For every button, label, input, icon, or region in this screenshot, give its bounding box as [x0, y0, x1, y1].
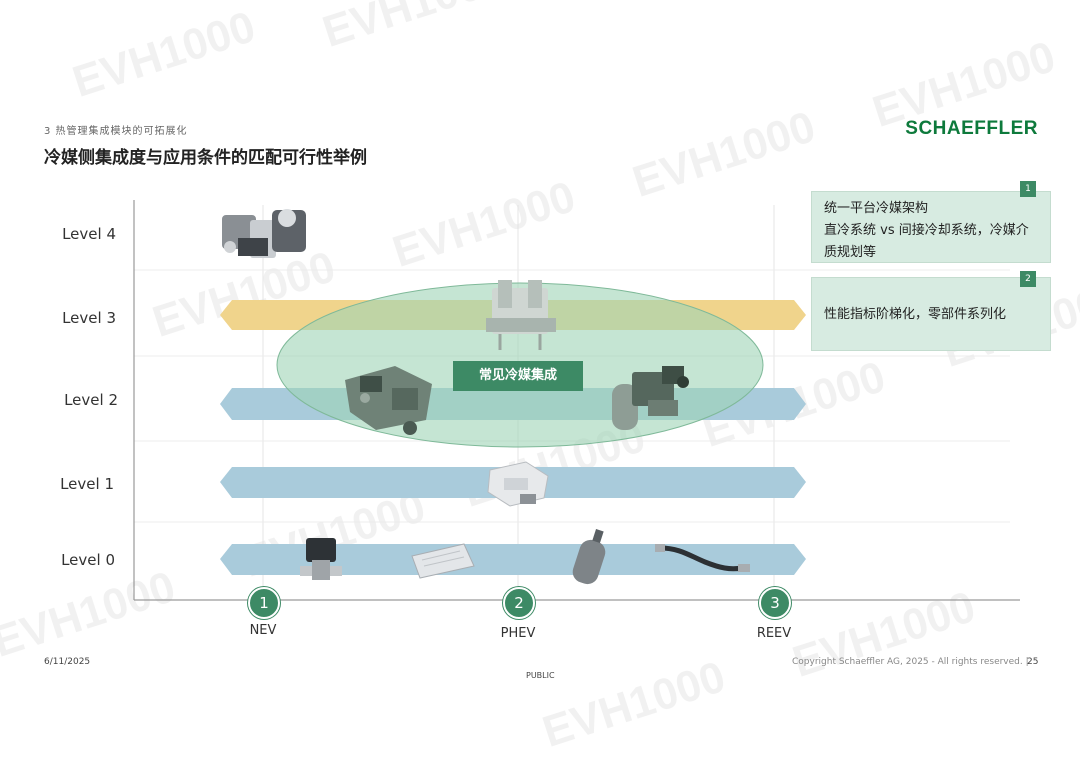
level-label: Level 4: [62, 225, 116, 243]
vehicle-label-nev: NEV: [249, 623, 277, 638]
info-box-badge: 1: [1020, 181, 1036, 197]
integrated-module-level2-right-icon: [612, 366, 689, 430]
breadcrumb: 3 热管理集成模块的可拓展化: [44, 126, 188, 137]
footer-classification: PUBLIC: [526, 671, 555, 680]
integrated-module-level2-left-icon: [345, 366, 432, 435]
level-label: Level 2: [64, 391, 118, 409]
solenoid-valve-icon: [300, 538, 342, 580]
controller-level1-icon: [487, 461, 549, 507]
info-box-platform: 统一平台冷媒架构 直冷系统 vs 间接冷却系统，冷媒介质规划等: [811, 191, 1051, 263]
vehicle-node-reev: 3: [759, 587, 791, 619]
page-number: 25: [1027, 657, 1039, 667]
thermal-module-level4-icon: [222, 209, 306, 258]
info-box-line: 统一平台冷媒架构: [824, 201, 929, 216]
level-label: Level 3: [62, 309, 116, 327]
vehicle-node-nev: 1: [248, 587, 280, 619]
common-integration-label: 常见冷媒集成: [453, 361, 583, 391]
info-box-line: 性能指标阶梯化，零部件系列化: [824, 307, 1007, 322]
schaeffler-logo: SCHAEFFLER: [905, 118, 1038, 139]
vehicle-node-phev: 2: [503, 587, 535, 619]
axes: [133, 200, 1020, 601]
info-box-performance: 性能指标阶梯化，零部件系列化: [811, 277, 1051, 351]
footer-date: 6/11/2025: [44, 657, 91, 667]
level-label: Level 0: [61, 551, 115, 569]
vehicle-label-phev: PHEV: [500, 626, 536, 641]
info-box-line: 直冷系统 vs 间接冷却系统，冷媒介质规划等: [824, 223, 1029, 260]
level-label: Level 1: [60, 475, 114, 493]
vehicle-label-reev: REEV: [756, 626, 792, 641]
valve-block-level3-icon: [486, 280, 556, 350]
chiller-plate-icon: [411, 543, 475, 579]
footer-copyright: Copyright Schaeffler AG, 2025 - All righ…: [792, 657, 1029, 667]
refrigerant-hose-icon: [655, 544, 750, 572]
accumulator-icon: [572, 529, 606, 585]
page-title: 冷媒侧集成度与应用条件的匹配可行性举例: [44, 148, 367, 168]
info-box-badge: 2: [1020, 271, 1036, 287]
